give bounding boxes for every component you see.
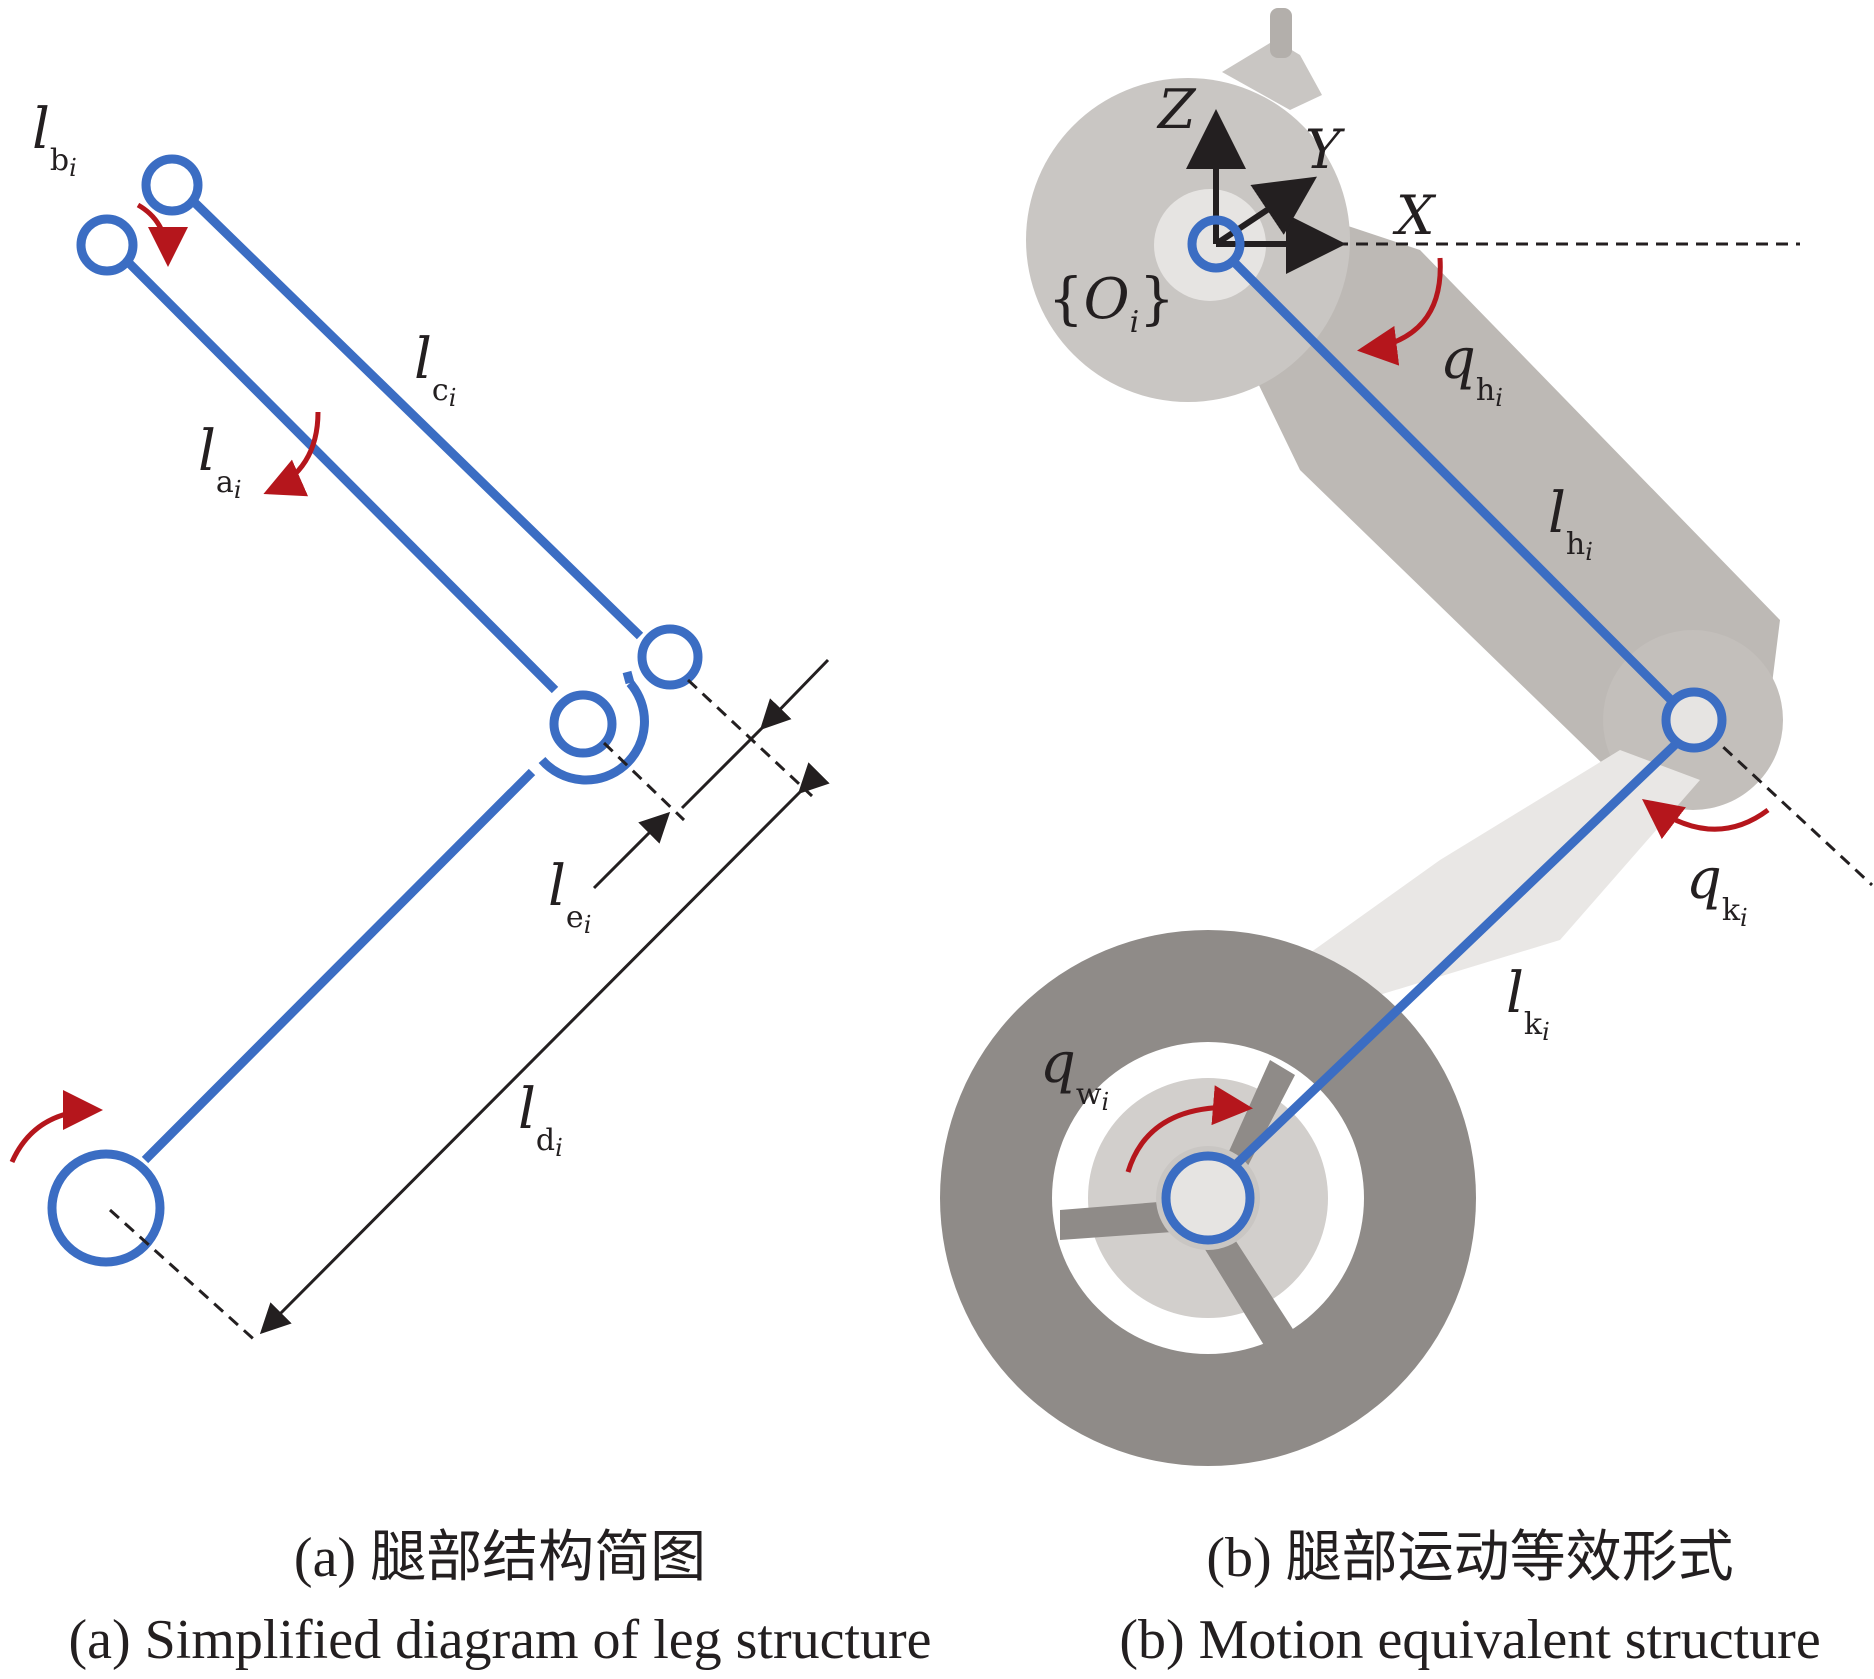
axis-y: [1214, 176, 1317, 247]
rotation-arrow-qk: [1642, 798, 1770, 840]
label-ld: ldi: [518, 1077, 563, 1162]
label-qw: qwi: [1040, 1031, 1109, 1116]
joint-wheel: [1161, 1151, 1255, 1245]
joint-knee: [549, 690, 617, 758]
panel-a-diagram: lbi lci lai lei ldi: [9, 97, 830, 1345]
joint-hip: [1187, 215, 1245, 273]
rotation-arrow-foot: [9, 1090, 103, 1164]
label-lb: lbi: [32, 97, 77, 182]
caption-b-zh: (b) 腿部运动等效形式: [1206, 1527, 1733, 1589]
label-qk: qki: [1686, 847, 1748, 932]
caption-a-zh: (a) 腿部结构简图: [294, 1527, 706, 1589]
label-lk: lki: [1506, 961, 1550, 1046]
panel-b-diagram: Z Y X {Oi} qhi lhi qki lki qwi: [940, 8, 1874, 1466]
axis-z-label: Z: [1156, 78, 1197, 141]
link-h: [1226, 254, 1680, 709]
caption-b-en: (b) Motion equivalent structure: [1119, 1609, 1820, 1671]
link-c: [186, 194, 644, 640]
label-le: lei: [548, 854, 591, 939]
axis-y-label: Y: [1305, 118, 1345, 181]
joint-top-lower: [76, 214, 138, 276]
link-k: [1224, 736, 1684, 1176]
rotation-arrow-qw: [1125, 1085, 1253, 1173]
joint-knee-b: [1661, 687, 1727, 753]
joint-knee-upper: [637, 624, 703, 690]
joint-top-upper: [141, 154, 203, 216]
joint-foot: [47, 1149, 165, 1267]
frame-label: {Oi}: [1048, 267, 1175, 340]
link-a: [124, 258, 559, 694]
link-d: [141, 768, 536, 1164]
rotation-arrow-a: [263, 411, 321, 497]
label-lc: lci: [414, 327, 456, 412]
robot-leg-image: [940, 8, 1783, 1466]
caption-a-en: (a) Simplified diagram of leg structure: [68, 1609, 931, 1671]
rotation-arrow-qh: [1357, 257, 1443, 366]
axis-x-label: X: [1392, 184, 1437, 247]
rotation-arrow-b: [136, 202, 188, 267]
label-la: lai: [198, 419, 242, 504]
label-qh: qhi: [1440, 327, 1503, 412]
label-lh: lhi: [1548, 481, 1593, 566]
